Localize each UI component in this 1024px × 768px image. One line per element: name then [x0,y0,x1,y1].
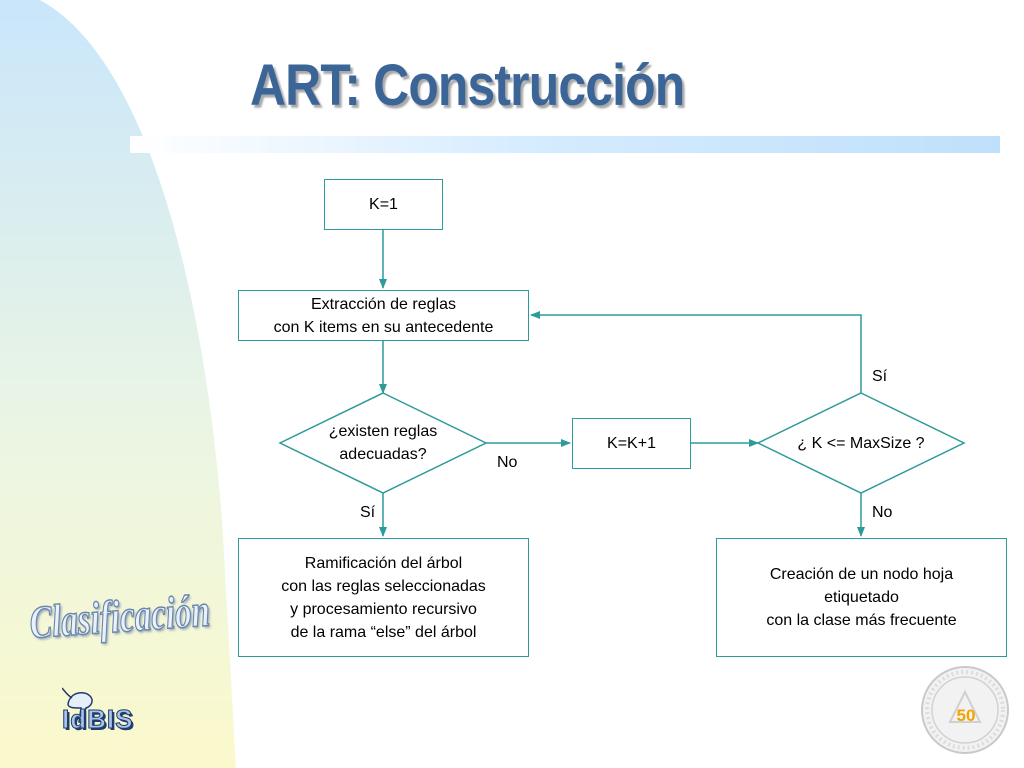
node-increment-text: K=K+1 [607,435,656,452]
node-leaf: Creación de un nodo hoja etiquetado con … [716,538,1007,657]
decision-size-diamond [756,392,966,494]
decision-exists-diamond [278,392,488,494]
label-exists-no: No [497,454,518,471]
slide-title: ART: Construcción [250,53,685,118]
node-increment: K=K+1 [572,418,691,469]
decision-exists: ¿existen reglas adecuadas? [300,413,466,473]
node-extract-text: Extracción de reglas con K items en su a… [273,295,494,336]
label-size-yes: Sí [872,368,888,385]
logo-text: IdBIS [61,704,134,735]
node-extract: Extracción de reglas con K items en su a… [238,290,529,341]
node-init-text: K=1 [369,196,398,213]
decision-exists-text: ¿existen reglas adecuadas? [328,423,438,463]
node-init: K=1 [324,179,443,230]
node-branch: Ramificación del árbol con las reglas se… [238,538,529,657]
ibis-bird-icon [62,687,93,723]
edge-size-to-extract [530,311,862,393]
node-leaf-text: Creación de un nodo hoja etiquetado con … [766,566,957,629]
label-exists-yes: Sí [360,504,376,521]
label-size-no: No [872,504,893,521]
idbis-logo: IdBIS [58,686,168,742]
page-number: 50 [956,706,976,725]
node-branch-text: Ramificación del árbol con las reglas se… [281,554,486,641]
university-seal-icon [921,666,1009,754]
decision-size-text: ¿ K <= MaxSize ? [797,434,925,452]
title-underline-bar [130,136,1000,153]
decision-size: ¿ K <= MaxSize ? [768,413,954,473]
